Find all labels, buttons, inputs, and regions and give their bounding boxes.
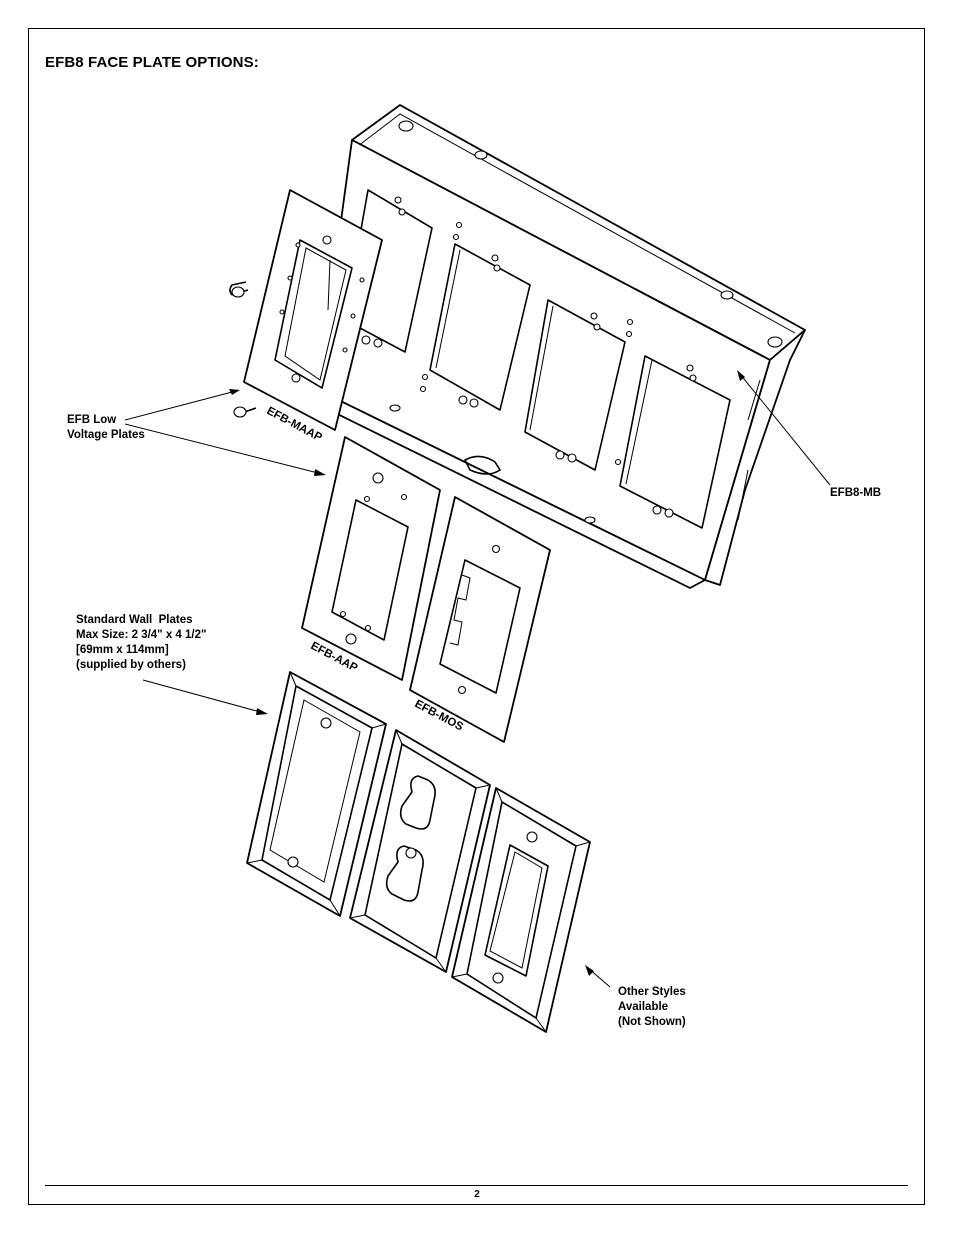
standard-wall-plate-duplex	[349, 729, 491, 973]
callout-efb8-mb: EFB8-MB	[830, 487, 882, 499]
efb8-mb-bracket	[304, 104, 806, 589]
page-border	[28, 28, 925, 1205]
standard-wall-plate-blank	[246, 671, 387, 917]
callout-standard-wall-plates: Standard Wall Plates Max Size: 2 3/4" x …	[76, 614, 207, 671]
screw-icon	[233, 406, 257, 418]
page-title: EFB8 FACE PLATE OPTIONS:	[45, 54, 259, 71]
callout-efb-low-voltage-plates: EFB Low Voltage Plates	[67, 414, 145, 441]
callout-other-styles: Other Styles Available (Not Shown)	[618, 986, 686, 1028]
footer-divider	[45, 1185, 908, 1186]
standard-wall-plate-decorator	[451, 787, 591, 1033]
efb-aap-plate: EFB-AAP	[301, 436, 441, 681]
page-number: 2	[474, 1189, 480, 1200]
leader-arrows	[124, 370, 831, 988]
screw-icon	[229, 281, 249, 298]
